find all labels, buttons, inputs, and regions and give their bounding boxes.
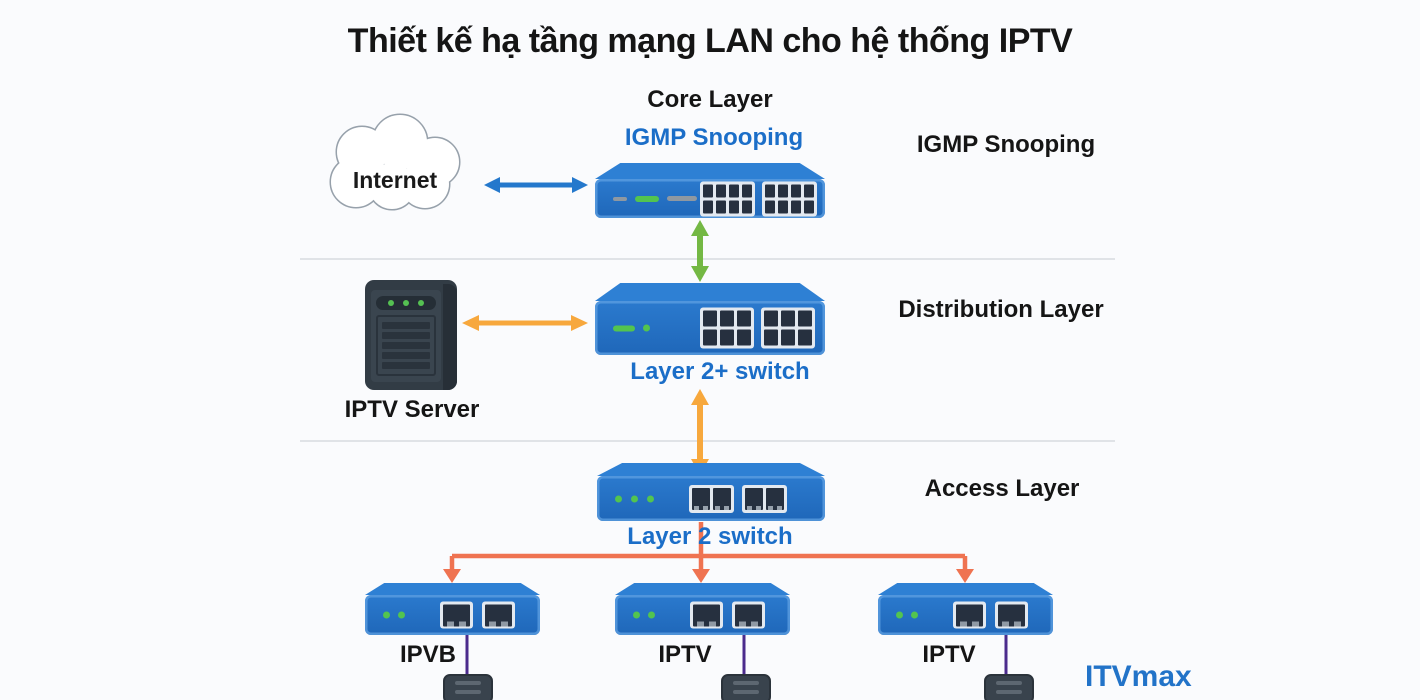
- access-switch-icon: [597, 463, 825, 521]
- igmp-snooping-feature-label: IGMP Snooping: [624, 124, 804, 151]
- endpoint-switch-2-body: [615, 595, 790, 635]
- core-switch-ports: [700, 181, 817, 216]
- distribution-switch-icon: [595, 283, 825, 355]
- iptv-server-label: IPTV Server: [344, 396, 480, 423]
- endpoint-switch-1-top-face: [365, 583, 540, 595]
- endpoint-label-1: IPVB: [399, 641, 456, 668]
- set-top-box-2-icon: [721, 674, 771, 700]
- layer2-switch-label: Layer 2 switch: [627, 523, 793, 550]
- cloud-outline: [329, 113, 461, 211]
- itvmax-logo: ITVmax: [1085, 660, 1192, 693]
- internet-cloud-icon: Internet: [310, 112, 480, 217]
- access-switch-body: [597, 476, 825, 521]
- endpoint-switch-1-body: [365, 595, 540, 635]
- endpoint-label-3: IPTV: [922, 641, 976, 668]
- distribution-switch-body: [595, 301, 825, 355]
- server-side-panel: [443, 284, 457, 390]
- endpoint-switch-1-leds: [383, 611, 405, 619]
- server-led-bar: [376, 296, 436, 310]
- endpoint-switch-2-leds: [633, 611, 655, 619]
- endpoint-switch-3-port: [995, 601, 1028, 629]
- internet-core-link-arrow: [484, 177, 588, 193]
- core-distribution-link-arrow: [691, 220, 709, 282]
- igmp-snooping-side-label: IGMP Snooping: [916, 131, 1096, 158]
- access-switch-leds: [615, 495, 654, 502]
- endpoint-switch-1-port: [440, 601, 473, 629]
- access-endpoints-branch-arrows: [443, 522, 974, 583]
- core-switch-icon: [595, 163, 825, 218]
- endpoint-switch-3-leds: [896, 611, 918, 619]
- internet-label: Internet: [352, 167, 438, 193]
- access-switch-ports: [689, 484, 787, 513]
- server-vent-slots: [376, 315, 436, 376]
- endpoint-switch-2-port: [690, 601, 723, 629]
- access-layer-label: Access Layer: [924, 475, 1080, 502]
- set-top-box-1-icon: [443, 674, 493, 700]
- diagram-title: Thiết kế hạ tầng mạng LAN cho hệ thống I…: [347, 22, 1073, 60]
- endpoint-switch-2-icon: [615, 583, 790, 635]
- endpoint-switch-3-body: [878, 595, 1053, 635]
- endpoint-label-2: IPTV: [658, 641, 712, 668]
- endpoint-switch-3-top-face: [878, 583, 1053, 595]
- distribution-access-divider: [300, 440, 1115, 442]
- layer2plus-switch-label: Layer 2+ switch: [630, 358, 810, 385]
- core-distribution-divider: [300, 258, 1115, 260]
- iptv-server-icon: [365, 280, 457, 390]
- set-top-box-3-icon: [984, 674, 1034, 700]
- endpoint-switch-2-port: [732, 601, 765, 629]
- access-switch-top-face: [597, 463, 825, 476]
- distribution-switch-top-face: [595, 283, 825, 301]
- core-switch-body: [595, 179, 825, 218]
- core-layer-label: Core Layer: [647, 86, 773, 113]
- distribution-switch-leds: [613, 324, 650, 332]
- distribution-switch-ports: [700, 307, 815, 349]
- endpoint-switch-3-port: [953, 601, 986, 629]
- endpoint-switch-1-icon: [365, 583, 540, 635]
- server-distribution-link-arrow: [462, 315, 588, 331]
- endpoint-switch-3-icon: [878, 583, 1053, 635]
- server-front-panel: [371, 290, 441, 382]
- endpoint-switch-1-port: [482, 601, 515, 629]
- core-switch-top-face: [595, 163, 825, 179]
- distribution-layer-label: Distribution Layer: [898, 296, 1104, 323]
- endpoint-switch-2-top-face: [615, 583, 790, 595]
- endpoint-cables: [465, 629, 1008, 678]
- core-switch-leds: [613, 195, 697, 202]
